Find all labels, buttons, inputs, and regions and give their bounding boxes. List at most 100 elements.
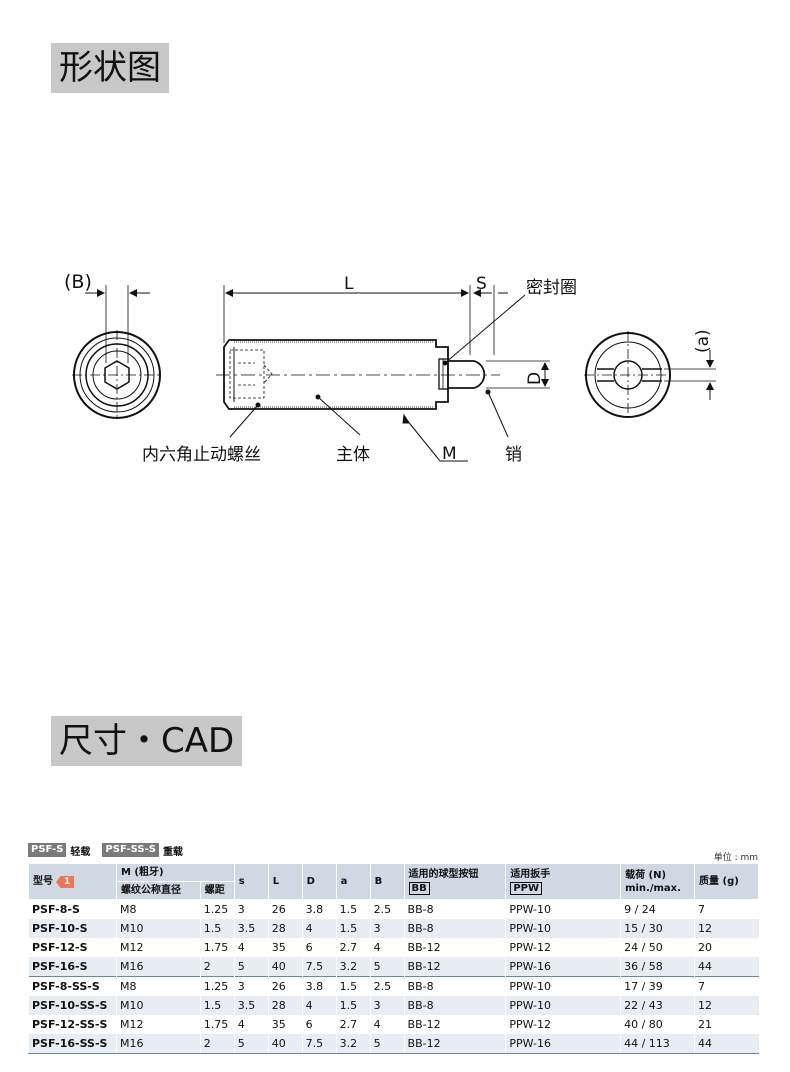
unit-label: 单位 : mm bbox=[713, 853, 758, 863]
cell-m: M10 bbox=[115, 996, 201, 1015]
variant-tag-light: PSF-S bbox=[28, 843, 67, 857]
cell-b: 3 bbox=[369, 919, 405, 938]
cell-l: 35 bbox=[267, 1015, 303, 1034]
cell-a: 3.2 bbox=[335, 1034, 371, 1054]
cell-ppw: PPW-10 bbox=[505, 976, 621, 996]
cell-l: 26 bbox=[267, 976, 303, 996]
cell-d: 7.5 bbox=[301, 957, 337, 977]
cell-pitch: 1.25 bbox=[199, 899, 235, 919]
cell-model: PSF-16-S bbox=[28, 957, 117, 977]
cell-mass: 44 bbox=[694, 957, 759, 977]
cell-b: 5 bbox=[369, 957, 405, 977]
cell-b: 5 bbox=[369, 1034, 405, 1054]
cell-model: PSF-12-SS-S bbox=[28, 1015, 117, 1034]
cell-s: 4 bbox=[233, 938, 269, 957]
cell-bb: BB-12 bbox=[403, 938, 506, 957]
variant-tag-heavy: PSF-SS-S bbox=[102, 843, 159, 857]
th-l: L bbox=[267, 863, 303, 900]
cell-m: M8 bbox=[115, 976, 201, 996]
cell-bb: BB-12 bbox=[403, 1015, 506, 1034]
cell-bb: BB-8 bbox=[403, 919, 506, 938]
cell-bb: BB-12 bbox=[403, 1034, 506, 1054]
cell-mass: 21 bbox=[694, 1015, 759, 1034]
label-d: D bbox=[525, 372, 545, 385]
cell-ppw: PPW-10 bbox=[505, 919, 621, 938]
cell-mass: 12 bbox=[694, 996, 759, 1015]
cell-model: PSF-16-SS-S bbox=[28, 1034, 117, 1054]
cell-b: 3 bbox=[369, 996, 405, 1015]
cell-bb: BB-8 bbox=[403, 976, 506, 996]
cell-load: 36 / 58 bbox=[620, 957, 695, 977]
variant-legend: PSF-S 轻载 PSF-SS-S 重载 bbox=[28, 843, 191, 858]
cell-l: 35 bbox=[267, 938, 303, 957]
cell-d: 6 bbox=[301, 1015, 337, 1034]
cell-pitch: 2 bbox=[199, 957, 235, 977]
th-load: 载荷 (N)min./max. bbox=[620, 863, 696, 900]
cell-l: 40 bbox=[267, 1034, 303, 1054]
cell-b: 4 bbox=[369, 938, 405, 957]
cell-ppw: PPW-12 bbox=[505, 938, 621, 957]
th-mass: 质量 (g) bbox=[694, 863, 759, 900]
label-seal: 密封圈 bbox=[526, 278, 577, 298]
label-l: L bbox=[344, 274, 354, 294]
note-badge: 1 bbox=[56, 876, 75, 888]
cell-l: 28 bbox=[267, 996, 303, 1015]
cell-a: 2.7 bbox=[335, 1015, 371, 1034]
cell-a: 1.5 bbox=[335, 996, 371, 1015]
cell-b: 4 bbox=[369, 1015, 405, 1034]
cell-model: PSF-12-S bbox=[28, 938, 117, 957]
cell-d: 4 bbox=[301, 919, 337, 938]
cell-load: 9 / 24 bbox=[620, 899, 695, 919]
cell-load: 15 / 30 bbox=[620, 919, 695, 938]
cell-a: 1.5 bbox=[335, 919, 371, 938]
cell-bb: BB-12 bbox=[403, 957, 506, 977]
cell-model: PSF-8-SS-S bbox=[28, 976, 117, 996]
cell-l: 40 bbox=[267, 957, 303, 977]
cell-model: PSF-8-S bbox=[28, 899, 117, 919]
cell-ppw: PPW-16 bbox=[505, 957, 621, 977]
cell-d: 3.8 bbox=[301, 976, 337, 996]
cell-pitch: 1.75 bbox=[199, 1015, 235, 1034]
label-body: 主体 bbox=[336, 445, 370, 465]
label-hex-set-screw: 内六角止动螺丝 bbox=[142, 445, 261, 465]
section-title-shape: 形状图 bbox=[51, 43, 169, 93]
cell-d: 4 bbox=[301, 996, 337, 1015]
cell-a: 3.2 bbox=[335, 957, 371, 977]
cell-mass: 12 bbox=[694, 919, 759, 938]
cell-load: 40 / 80 bbox=[620, 1015, 695, 1034]
cell-pitch: 1.75 bbox=[199, 938, 235, 957]
cell-m: M12 bbox=[115, 1015, 201, 1034]
cell-d: 3.8 bbox=[301, 899, 337, 919]
cell-bb: BB-8 bbox=[403, 899, 506, 919]
cell-s: 5 bbox=[233, 1034, 269, 1054]
label-b: (B) bbox=[64, 271, 92, 293]
cell-load: 17 / 39 bbox=[620, 976, 695, 996]
end-view-left bbox=[72, 285, 162, 420]
cell-load: 22 / 43 bbox=[620, 996, 695, 1015]
cell-ppw: PPW-16 bbox=[505, 1034, 621, 1054]
cell-bb: BB-8 bbox=[403, 996, 506, 1015]
cell-ppw: PPW-10 bbox=[505, 899, 621, 919]
cell-m: M16 bbox=[115, 957, 201, 977]
label-m: M bbox=[442, 444, 457, 464]
cell-mass: 44 bbox=[694, 1034, 759, 1054]
cell-a: 1.5 bbox=[335, 899, 371, 919]
cell-b: 2.5 bbox=[369, 976, 405, 996]
cell-mass: 7 bbox=[694, 899, 759, 919]
cell-a: 1.5 bbox=[335, 976, 371, 996]
label-pin: 销 bbox=[505, 445, 522, 465]
section-title-dimensions: 尺寸・CAD bbox=[51, 716, 243, 766]
th-b: B bbox=[369, 863, 405, 900]
cell-d: 7.5 bbox=[301, 1034, 337, 1054]
cell-model: PSF-10-S bbox=[28, 919, 117, 938]
